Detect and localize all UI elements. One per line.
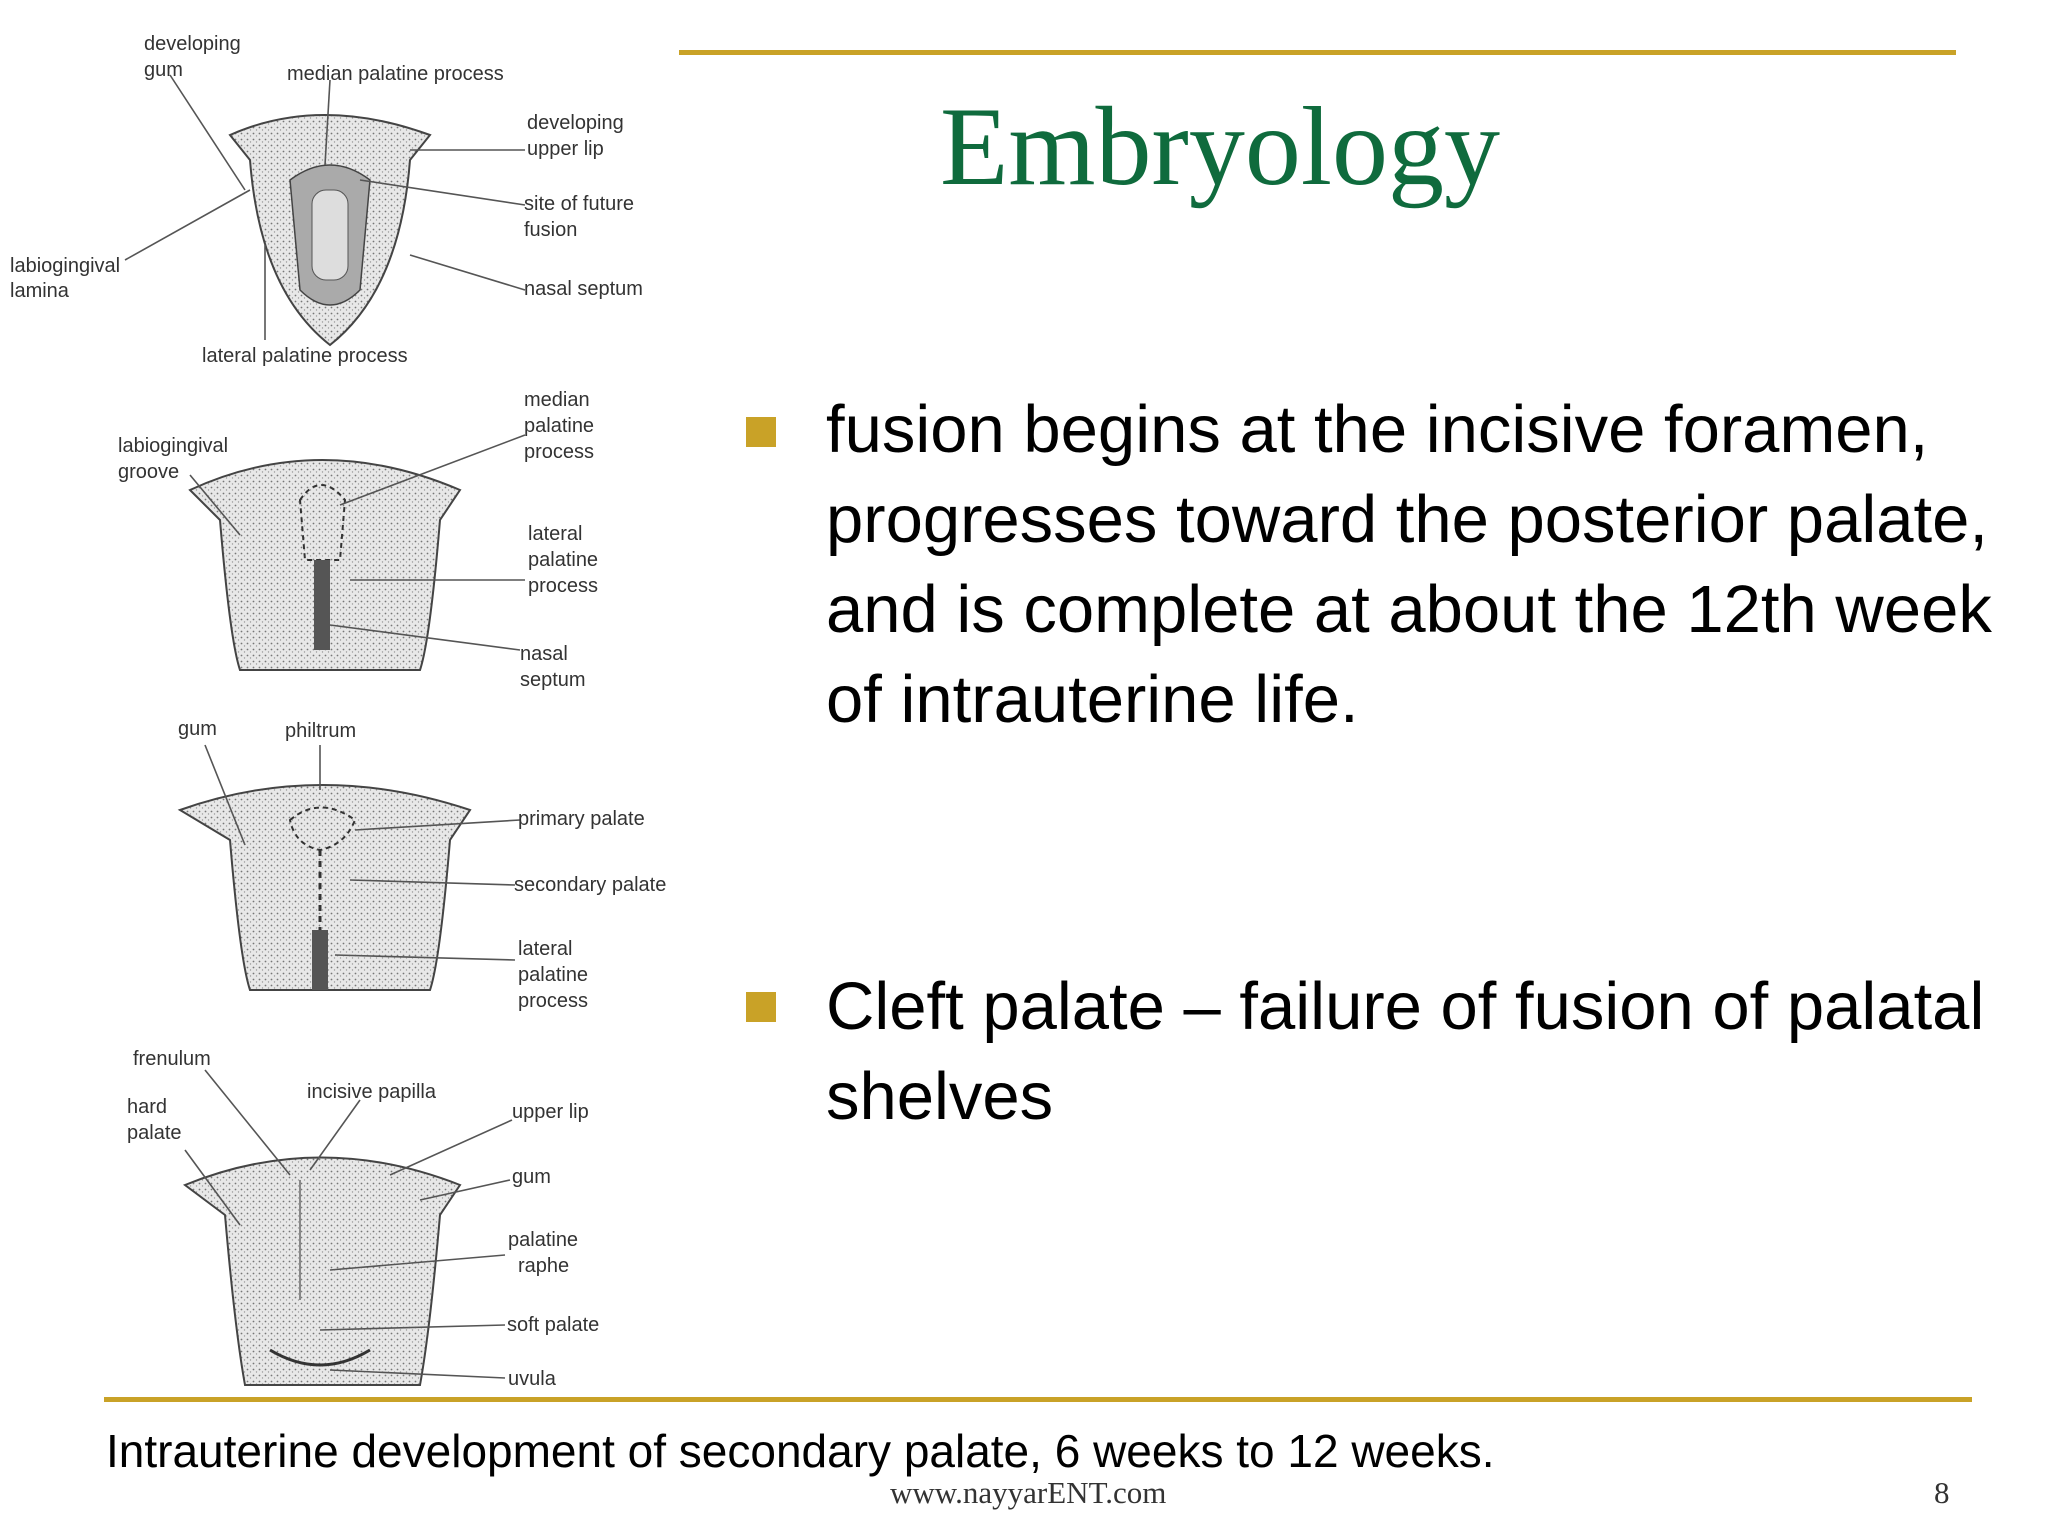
label-frenulum: frenulum (133, 1048, 211, 1070)
stage3-diagram: gum philtrum primary palate secondary pa… (177, 718, 666, 1012)
label-palatine-raphe-2: raphe (518, 1255, 569, 1277)
figure-caption: Intrauterine development of secondary pa… (106, 1425, 1495, 1477)
stage2-diagram: median palatine process labiogingival gr… (118, 389, 598, 691)
label-hard-palate-2: palate (127, 1122, 182, 1144)
label-nasal-septum: nasal septum (524, 278, 643, 300)
label-nasal-septum-2: septum (520, 669, 586, 691)
square-bullet-icon (746, 417, 776, 447)
label-labiogingival-lamina: labiogingival (10, 255, 120, 277)
page-number: 8 (1934, 1475, 1950, 1510)
label-median-palatine-process-2: palatine (524, 415, 594, 437)
label-gum: gum (512, 1166, 551, 1188)
palate-development-figure: developing gum median palatine process d… (10, 33, 666, 1390)
label-labiogingival-groove-2: groove (118, 461, 179, 483)
label-primary-palate: primary palate (518, 808, 645, 830)
bullet-text: fusion begins at the incisive foramen, p… (826, 392, 1992, 737)
stage1-diagram: developing gum median palatine process d… (10, 33, 643, 367)
label-uvula: uvula (508, 1368, 557, 1390)
label-median-palatine-process: median (524, 389, 590, 411)
slide-title: Embryology (940, 85, 1500, 209)
label-soft-palate: soft palate (507, 1314, 599, 1336)
label-lateral-palatine-process-3: process (518, 990, 588, 1012)
label-median-palatine-process-3: process (524, 441, 594, 463)
label-incisive-papilla: incisive papilla (307, 1081, 437, 1103)
top-divider (679, 50, 1956, 55)
label-secondary-palate: secondary palate (514, 874, 666, 896)
label-median-palatine-process: median palatine process (287, 63, 504, 85)
label-labiogingival-lamina-2: lamina (10, 280, 70, 302)
label-hard-palate: hard (127, 1096, 167, 1118)
label-developing-gum: developing (144, 33, 241, 55)
label-developing-upper-lip: developing (527, 112, 624, 134)
label-developing-upper-lip-2: upper lip (527, 138, 604, 160)
label-palatine-raphe: palatine (508, 1229, 578, 1251)
label-lateral-palatine-process: lateral (528, 523, 582, 545)
label-developing-gum-2: gum (144, 59, 183, 81)
square-bullet-icon (746, 992, 776, 1022)
label-lateral-palatine-process: lateral palatine process (202, 345, 408, 367)
label-nasal-septum: nasal (520, 643, 568, 665)
footer-website: www.nayyarENT.com (890, 1475, 1167, 1510)
label-lateral-palatine-process-2: palatine (528, 549, 598, 571)
stage4-diagram: frenulum hard palate incisive papilla up… (127, 1048, 599, 1390)
label-lateral-palatine-process-3: process (528, 575, 598, 597)
label-lateral-palatine-process-2: palatine (518, 964, 588, 986)
label-labiogingival-groove: labiogingival (118, 435, 228, 457)
bottom-divider (104, 1397, 1972, 1402)
label-lateral-palatine-process: lateral (518, 938, 572, 960)
label-upper-lip: upper lip (512, 1101, 589, 1123)
label-philtrum: philtrum (285, 720, 356, 742)
label-site-of-future-fusion-2: fusion (524, 219, 577, 241)
label-site-of-future-fusion: site of future (524, 193, 634, 215)
label-gum: gum (178, 718, 217, 740)
bullet-text: Cleft palate – failure of fusion of pala… (826, 969, 1985, 1134)
